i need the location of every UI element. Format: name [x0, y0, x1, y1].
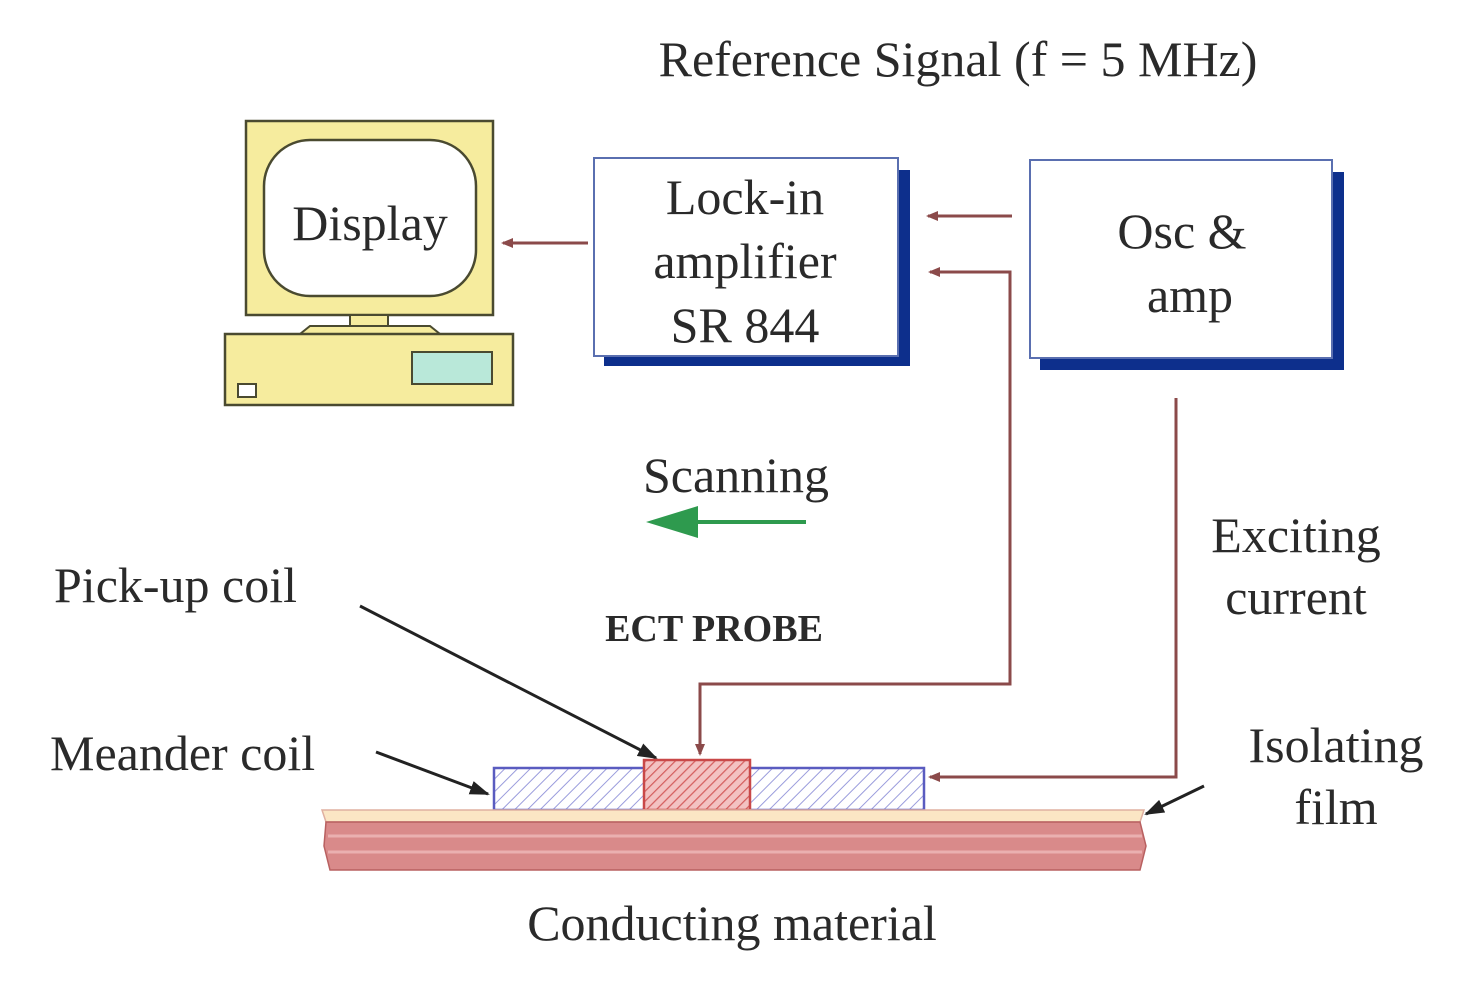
isolating-film-pointer [1144, 784, 1205, 816]
signal-lines [501, 211, 1178, 782]
specimen [320, 809, 1147, 871]
conducting-material [323, 821, 1147, 871]
meander-coil-label: Meander coil [50, 725, 315, 781]
exciting-label-line1: Exciting [1211, 507, 1380, 563]
pickup-coil-pointer [359, 604, 658, 760]
drive-slot [411, 351, 493, 385]
reference-signal-label: Reference Signal (f = 5 MHz) [659, 31, 1258, 87]
scanning-arrow-icon [646, 506, 806, 538]
isolating-label-line1: Isolating [1249, 717, 1424, 773]
conducting-material-label: Conducting material [527, 895, 937, 951]
computer-icon: Display [223, 119, 515, 407]
osc-label-line1: Osc & [1117, 203, 1246, 259]
monitor-screen [262, 138, 478, 298]
lockin-label-line2: amplifier [653, 233, 837, 289]
isolating-film [320, 809, 1146, 823]
lockin-label-line3: SR 844 [671, 297, 820, 353]
scanning-label: Scanning [643, 447, 829, 503]
ect-probe-label: ECT PROBE [605, 608, 823, 650]
osc-body [1029, 159, 1333, 359]
isolating-label-line2: film [1294, 779, 1377, 835]
meander-coil-pointer [375, 750, 490, 796]
pickup-coil [642, 758, 752, 812]
pickup-coil-label: Pick-up coil [54, 557, 297, 613]
lockin-amplifier-box: Lock-in amplifier SR 844 [593, 157, 910, 366]
display-label: Display [292, 195, 448, 251]
exciting-label-line2: current [1225, 569, 1367, 625]
power-button [237, 383, 257, 398]
lockin-label-line1: Lock-in [666, 169, 824, 225]
lockin-body [593, 157, 899, 357]
oscillator-box: Osc & amp [1029, 159, 1344, 370]
osc-label-line2: amp [1147, 267, 1233, 323]
ect-probe [492, 758, 926, 812]
exciting-current-line [928, 398, 1178, 782]
